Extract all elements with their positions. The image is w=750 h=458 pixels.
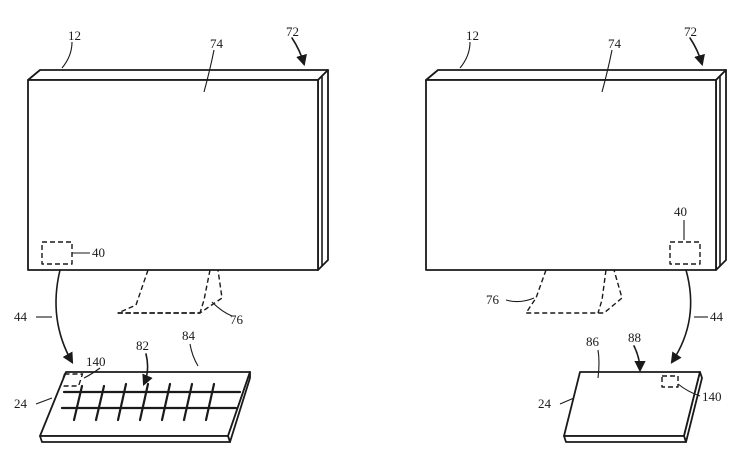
left-stand-label: 76 [230,312,244,327]
right-stand [525,269,623,314]
right-surface-label: 86 [586,334,600,349]
right-monitor [425,69,727,271]
right-display-label: 74 [608,36,622,51]
right-monitor-side-face [715,69,727,271]
left-device-label: 72 [286,24,299,39]
left-key-area-label: 82 [136,338,149,353]
left-keyboard [39,371,251,443]
right-trackpad-label: 88 [628,330,641,345]
left-link-label: 44 [14,309,28,324]
right-accessory-sensor [661,375,679,388]
left-display-screen [27,79,319,271]
right-link-label: 44 [710,309,724,324]
left-monitor [27,69,329,271]
right-sensor-label: 40 [674,204,687,219]
right-monitor-top-face [425,69,727,81]
right-trackpad-body [563,371,701,437]
left-keyboard-label: 84 [182,328,196,343]
right-sensor-box [669,241,701,265]
right-device-label: 72 [684,24,697,39]
left-assembly: 12 74 72 40 76 44 24 140 82 84 [14,24,329,443]
right-assembly: 12 74 72 40 76 44 24 140 86 88 [425,24,727,443]
left-accessory-label: 24 [14,396,28,411]
left-monitor-side-face [317,69,329,271]
left-stand [117,269,223,314]
left-accessory-sensor-label: 140 [86,354,106,369]
right-accessory-sensor-label: 140 [702,389,722,404]
right-link-arrow [670,269,692,364]
left-accessory-sensor [59,373,84,387]
right-accessory-label: 24 [538,396,552,411]
right-trackpad [563,371,703,443]
left-monitor-top-face [27,69,329,81]
right-housing-label: 12 [466,28,479,43]
left-housing-label: 12 [68,28,81,43]
left-display-label: 74 [210,36,224,51]
left-sensor-label: 40 [92,245,105,260]
left-link-arrow [55,269,74,364]
right-display-screen [425,79,717,271]
right-stand-label: 76 [486,292,500,307]
